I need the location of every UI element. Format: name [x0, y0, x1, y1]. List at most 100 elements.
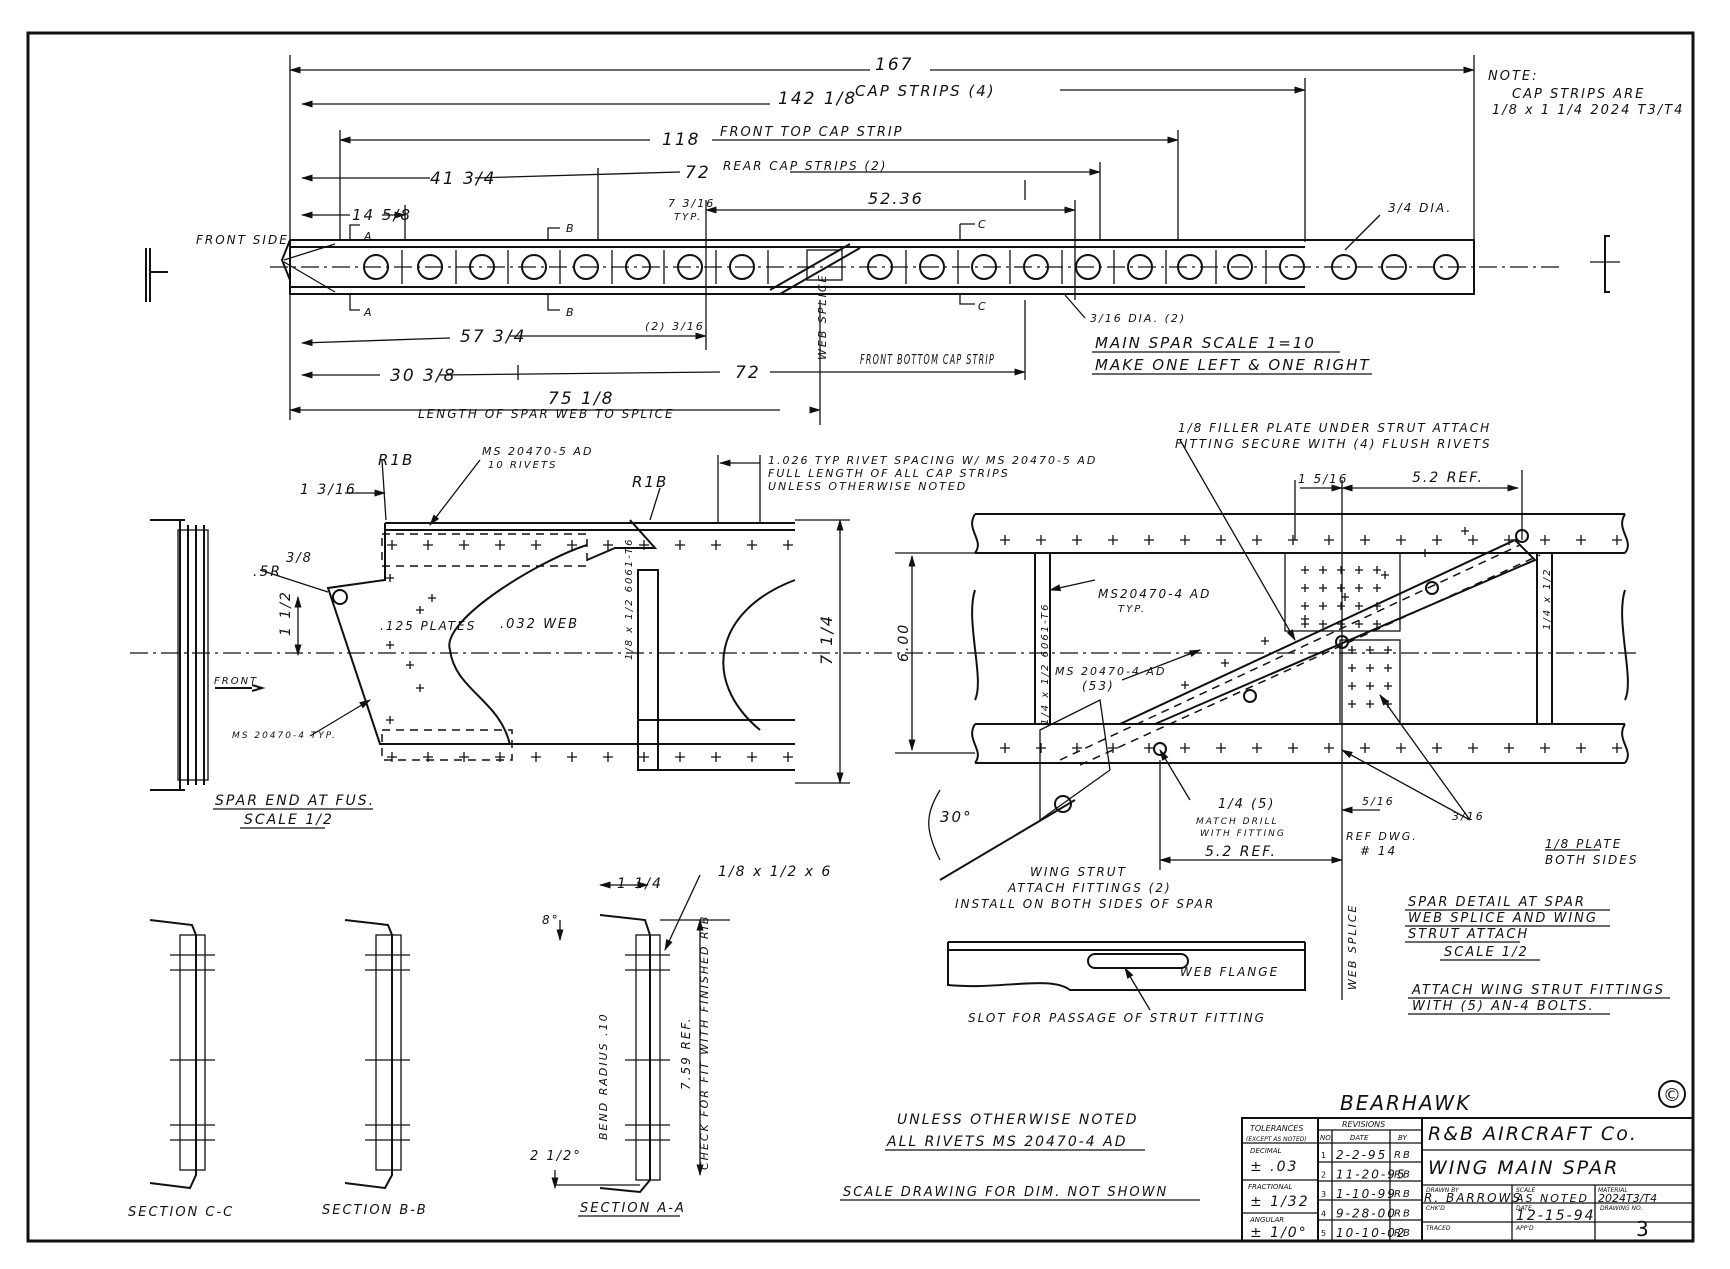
rivet-mark — [1348, 682, 1356, 690]
strut-title2: WEB SPLICE AND WING — [1408, 911, 1598, 926]
rib-right-label: 1/4 x 1/2 — [1542, 568, 1553, 630]
web-length-label: LENGTH OF SPAR WEB TO SPLICE — [418, 407, 675, 421]
rivet-mark — [783, 540, 793, 550]
rivet-mark — [1396, 535, 1406, 545]
rivet-mark — [603, 752, 613, 762]
rivet-mark — [1576, 743, 1586, 753]
rivet-mark — [386, 574, 394, 582]
drawing-no: 3 — [1636, 1217, 1651, 1241]
sections-view — [149, 874, 730, 1194]
dim-typ: TYP. — [674, 212, 702, 223]
web-splice-bot: WEB SPLICE — [1346, 904, 1359, 991]
rivet-mark — [1540, 743, 1550, 753]
rivet-mark — [603, 540, 613, 550]
rivet-mark — [1366, 664, 1374, 672]
dim-52ref-top: 5.2 REF. — [1412, 470, 1484, 486]
rivet-mark — [567, 540, 577, 550]
company-name: R&B AIRCRAFT Co. — [1428, 1123, 1638, 1145]
brand-name: BEARHAWK — [1340, 1091, 1471, 1115]
scale-value: AS NOTED — [1515, 1192, 1589, 1205]
rivet-mark — [1366, 682, 1374, 690]
dim-5236: 52.36 — [868, 189, 924, 208]
rev-by: RB — [1394, 1228, 1412, 1239]
fit-line2: ATTACH FITTINGS (2) — [1007, 881, 1172, 895]
rivet-mark — [423, 540, 433, 550]
strut-title1: SPAR DETAIL AT SPAR — [1408, 895, 1586, 910]
section-b-top: B — [566, 222, 576, 235]
dim-38: 3/8 — [286, 551, 313, 566]
section-bb: SECTION B-B — [322, 1203, 428, 1218]
rivet-mark — [531, 540, 541, 550]
rivet-mark — [531, 752, 541, 762]
rivet-mark — [1384, 664, 1392, 672]
rivet-mark — [711, 752, 721, 762]
rivet-mark — [386, 641, 394, 649]
rev-no: 3 — [1321, 1190, 1326, 1199]
traced-label: TRACED — [1426, 1225, 1451, 1232]
decimal-value: ± .03 — [1250, 1159, 1298, 1175]
rivet-mark — [1468, 535, 1478, 545]
rivet-mark — [1221, 659, 1229, 667]
rivet-mark — [1261, 637, 1269, 645]
rear-label: REAR CAP STRIPS (2) — [723, 159, 887, 173]
rivet-mark — [1000, 743, 1010, 753]
rev-date: 10-10-02 — [1336, 1226, 1406, 1240]
web-label: .032 WEB — [500, 617, 579, 632]
dim-167: 167 — [875, 55, 913, 75]
rivet-mark — [1373, 566, 1381, 574]
rivet-mark — [416, 606, 424, 614]
dim-4134: 41 3/4 — [430, 169, 496, 189]
rivet-mark — [1355, 566, 1363, 574]
ms-typ-line2: TYP. — [1118, 604, 1146, 615]
rev-by: RB — [1394, 1189, 1412, 1200]
lightening-hole — [1279, 254, 1305, 280]
rivet-mark — [1319, 620, 1327, 628]
lightening-hole — [867, 254, 893, 280]
appd-label: APP'D — [1515, 1225, 1534, 1232]
rivet-mark — [1000, 535, 1010, 545]
section-c-top: C — [978, 218, 988, 231]
rivet-mark — [495, 752, 505, 762]
rivet-mark — [1355, 584, 1363, 592]
front-bottom-label: FRONT BOTTOM CAP STRIP — [860, 353, 995, 368]
rivet-mark — [406, 661, 414, 669]
lightening-hole — [971, 254, 997, 280]
rivet-mark — [1366, 646, 1374, 654]
rivet-mark — [428, 594, 436, 602]
section-a-top: A — [363, 230, 374, 243]
rivet-mark — [1036, 535, 1046, 545]
rivet-mark — [1181, 681, 1189, 689]
rivet-mark — [459, 540, 469, 550]
lightening-hole — [625, 254, 651, 280]
lightening-hole — [1433, 254, 1459, 280]
rivet-mark — [1396, 743, 1406, 753]
rivet-mark — [1360, 535, 1370, 545]
spacing-line1: 1.026 TYP RIVET SPACING W/ MS 20470-5 AD — [768, 454, 1097, 467]
rivet-mark — [675, 752, 685, 762]
dim-759: 7.59 REF. — [679, 1016, 693, 1090]
rivet-mark — [1301, 615, 1309, 623]
lightening-hole — [1177, 254, 1203, 280]
cap-strips-label: CAP STRIPS (4) — [855, 82, 996, 100]
rib-left-label: 1/4 x 1/2 6061-T6 — [1040, 603, 1051, 725]
dim-516: 5/16 — [1362, 795, 1395, 808]
dim-316: 3/16 — [1452, 810, 1485, 823]
dim-1458: 14 5/8 — [352, 206, 412, 224]
section-cc: SECTION C-C — [128, 1205, 234, 1220]
dim-7518: 75 1/8 — [548, 389, 614, 409]
flange-size: 1/8 x 1/2 x 6 — [718, 864, 832, 880]
rivet-mark — [1384, 682, 1392, 690]
note-line2: 1/8 x 1 1/4 2024 T3/T4 — [1492, 103, 1684, 118]
rivet-mark — [1504, 535, 1514, 545]
rivet-mark — [1540, 535, 1550, 545]
rev-no: 4 — [1321, 1210, 1326, 1219]
ms53-line1: MS 20470-4 AD — [1055, 665, 1166, 678]
rivet-mark — [1612, 535, 1622, 545]
rivet-mark — [1337, 602, 1345, 610]
ref-dwg-line2: # 14 — [1360, 844, 1397, 858]
rev-col-by: BY — [1398, 1134, 1408, 1142]
strut-title3: STRUT ATTACH — [1408, 927, 1529, 942]
dim-8deg: 8° — [542, 913, 560, 927]
filler-line2: FITTING SECURE WITH (4) FLUSH RIVETS — [1175, 437, 1492, 451]
